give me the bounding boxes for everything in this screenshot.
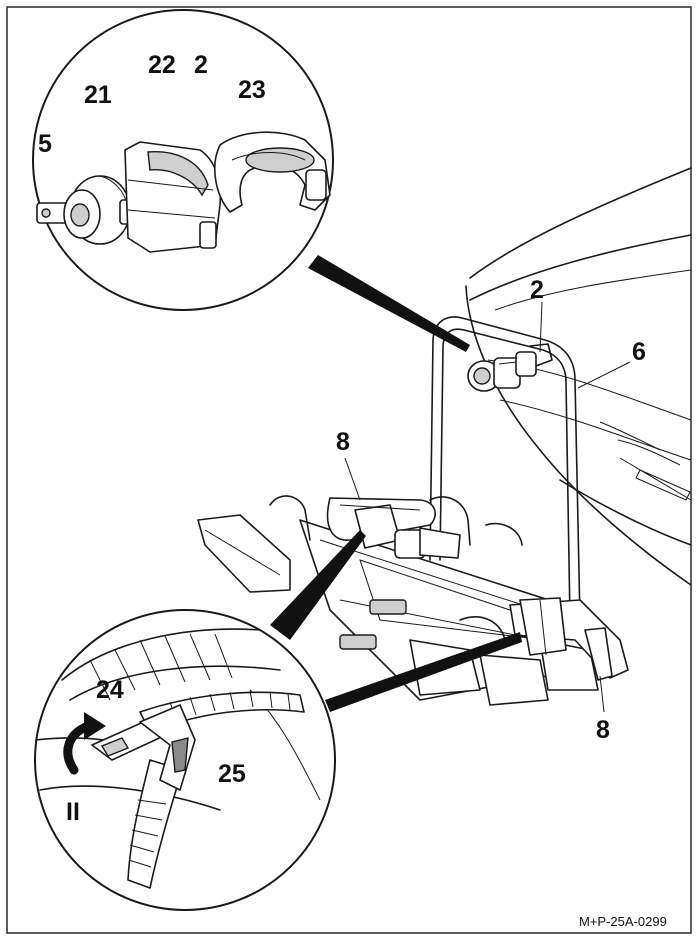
callout-strap: 25: [218, 760, 246, 788]
strap-buckle-icon: [91, 704, 196, 791]
callout-wheel-holder-right: 8: [596, 716, 610, 744]
strap-detail-circle: [34, 609, 336, 911]
callout-wheel-holder-left: 8: [336, 428, 350, 456]
image-code: M+P-25A-0299: [579, 914, 667, 929]
wheel-holder-right: [509, 597, 629, 681]
callout-lock-cylinder: 21: [84, 81, 112, 109]
lock-housing-icon: [124, 141, 222, 253]
lock-assembly-installed: [467, 343, 553, 392]
callout-lock-housing: 22: [148, 51, 176, 79]
strap-icon: [127, 690, 305, 889]
detail-connectors: [270, 255, 522, 712]
callout-direction: II: [66, 798, 80, 826]
figure-frame: [6, 6, 692, 934]
callout-labels: 5 21 22 2 23 2 6 8 8 24 25 II M+P-25A-02…: [38, 51, 667, 929]
callout-lock-top: 2: [194, 51, 208, 79]
callout-strap-buckle: 24: [96, 676, 124, 704]
clamp-ring-icon: [214, 131, 331, 213]
lock-detail-circle: [32, 9, 334, 311]
callout-clamp-ring: 23: [238, 76, 266, 104]
callout-lock-main: 2: [530, 276, 544, 304]
wheel-holder-left: [326, 497, 461, 559]
leader-lines: [344, 301, 631, 713]
rotation-arrow-icon: [63, 712, 106, 775]
callout-key: 5: [38, 130, 52, 158]
callout-handle-bar: 6: [632, 338, 646, 366]
